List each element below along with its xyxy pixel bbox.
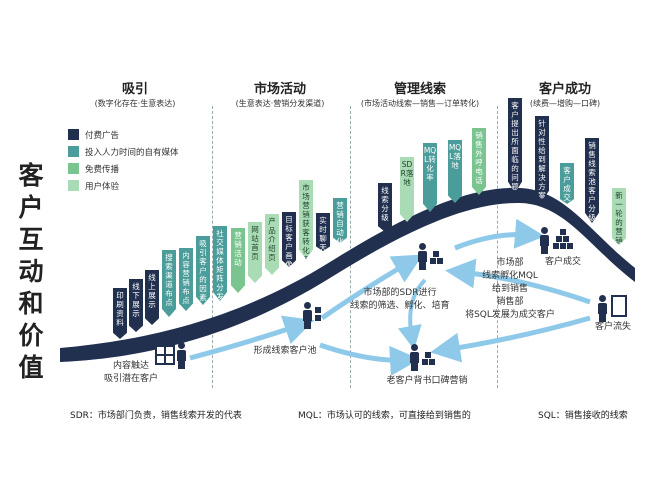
legend-item: 用户体验	[68, 177, 179, 194]
legend-item: 投入人力时间的自有媒体	[68, 143, 179, 160]
tag-lead-grading: 线索分级	[378, 183, 392, 232]
legend-swatch	[68, 129, 79, 140]
box-icon	[430, 258, 436, 264]
tag-lead-pool-grading: 销售线索池客户分级	[585, 138, 599, 223]
door-icon	[611, 295, 627, 317]
label-sdr: 市场部的SDR进行 线索的筛选、孵化、培育	[350, 288, 450, 311]
box-icon	[422, 359, 428, 365]
tag-search-channel: 搜索渠道布点	[162, 250, 176, 317]
person-icon	[303, 302, 312, 329]
y-axis-label: 客户互动和价值	[18, 161, 44, 382]
legend: 付费广告 投入人力时间的自有媒体 免费传播 用户体验	[68, 126, 179, 194]
tag-marketing-automation: 营销自动化	[333, 198, 347, 243]
person-icon	[418, 243, 427, 270]
section-title-attract: 吸引	[121, 82, 148, 97]
flow-arrow	[319, 342, 420, 376]
box-icon	[433, 251, 439, 257]
flow-arrow	[430, 315, 591, 363]
label-mql: 市场部 线索孵化MQL 给到销售 销售部 将SQL发展为成交客户	[465, 258, 555, 320]
legend-item: 付费广告	[68, 126, 179, 143]
legend-swatch	[68, 180, 79, 191]
flow-arrow	[445, 258, 591, 305]
section-subtitle-success: (续费—增购—口碑)	[529, 99, 601, 108]
window-icon	[155, 345, 175, 365]
tag-online-display: 线上展示	[145, 270, 159, 325]
flow-arrow	[189, 315, 315, 361]
footer-mql: MQL：市场认可的线索，可直接给到销售的	[298, 411, 471, 421]
tag-print-materials: 印刷资料	[113, 288, 127, 339]
tag-content-marketing: 内容营销布点	[179, 248, 193, 311]
box-icon	[315, 315, 321, 321]
section-subtitle-attract: (数字化存在·生意表达)	[94, 99, 176, 108]
label-word-of-mouth: 老客户背书口碑营销	[386, 376, 468, 386]
tag-product-intro: 产品介绍页	[265, 214, 279, 275]
box-icon	[425, 352, 431, 358]
section-title-success: 客户成功	[538, 82, 591, 97]
flow-arrow	[398, 278, 427, 350]
person-icon	[540, 227, 549, 254]
section-divider	[497, 106, 499, 388]
section-divider	[350, 106, 352, 388]
legend-swatch	[68, 163, 79, 174]
tag-homepage: 网站首页	[248, 222, 262, 283]
tag-deal: 客户成交	[560, 163, 574, 204]
tag-new-marketing-round: 新一轮的营销	[612, 188, 626, 245]
tag-targeted-solution: 针对性给到解决方案	[535, 116, 549, 201]
box-icon	[315, 307, 321, 313]
legend-swatch	[68, 146, 79, 157]
box-icon	[563, 236, 569, 242]
tag-customer-problem: 客户提出所面临的问题	[508, 98, 522, 193]
footer-sql: SQL：销售接收的线索	[538, 411, 628, 421]
person-icon	[598, 295, 607, 322]
section-divider	[212, 106, 214, 388]
flow-arrow	[320, 254, 424, 321]
box-icon	[429, 359, 435, 365]
label-content-reach: 内容触达 吸引潜在客户	[103, 361, 158, 384]
label-churn: 客户流失	[594, 322, 631, 332]
section-title-campaign: 市场活动	[253, 82, 306, 97]
tag-sdr-landing: SDR落地	[400, 157, 414, 222]
person-icon	[410, 344, 419, 371]
person-icon	[177, 342, 186, 369]
label-lead-pool: 形成线索客户池	[253, 346, 317, 356]
tag-offline-display: 线下展示	[129, 279, 143, 332]
tag-mql-rate: MQL转化率	[423, 143, 437, 212]
box-icon	[556, 236, 562, 242]
journey-curve	[60, 187, 635, 362]
box-icon	[560, 229, 566, 235]
tag-live-chat: 实时聊天	[316, 213, 330, 251]
tag-conversion-rate: 市场营销获客转化率	[299, 180, 313, 259]
tag-outbound-call: 销售外呼电话	[472, 128, 486, 195]
tag-social-matrix: 社交媒体矩阵分发	[213, 226, 227, 301]
section-subtitle-campaign: (生意表达·营销分发渠道)	[235, 99, 325, 108]
tag-marketing-event: 营销活动	[231, 228, 245, 293]
section-subtitle-leads: (市场活动线索—销售—订单转化)	[360, 99, 480, 108]
section-title-leads: 管理线索	[393, 82, 446, 97]
tag-target-persona: 目标客户画像	[282, 212, 296, 267]
box-icon	[437, 258, 443, 264]
box-icon	[560, 243, 566, 249]
legend-item: 免费传播	[68, 160, 179, 177]
box-icon	[553, 243, 559, 249]
tag-mql-landing: MQL落地	[448, 140, 462, 203]
box-icon	[567, 243, 573, 249]
label-deal: 客户成交	[544, 257, 581, 267]
flow-arrow	[454, 218, 545, 251]
footer-sdr: SDR：市场部门负责，销售线索开发的代表	[70, 411, 242, 421]
tag-attraction-factors: 吸引客户的因素	[196, 236, 210, 305]
